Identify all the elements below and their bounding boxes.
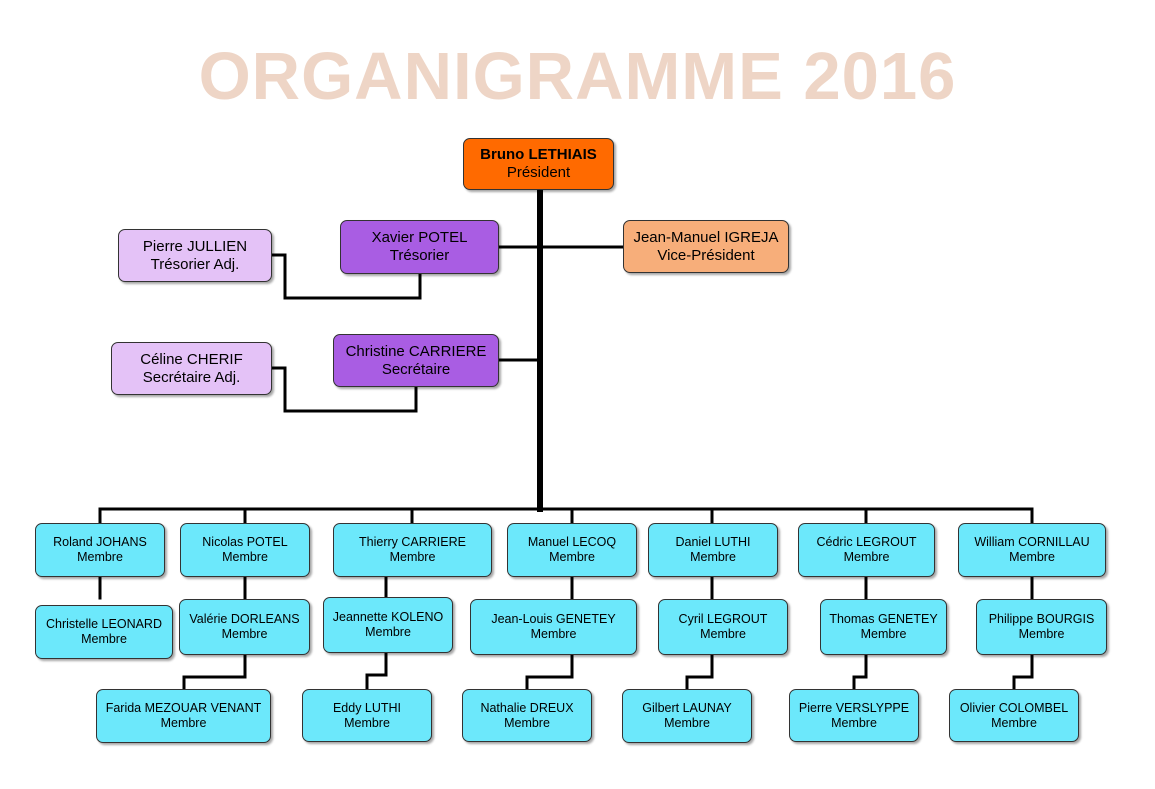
member-box: Christelle LEONARD Membre xyxy=(35,605,173,659)
vice-president-name: Jean-Manuel IGREJA xyxy=(633,228,779,246)
secretary-role: Secrétaire xyxy=(381,360,451,378)
member-name: Thomas GENETEY xyxy=(829,612,938,626)
member-role: Membre xyxy=(700,627,746,641)
president-role: Président xyxy=(506,164,571,181)
member-name: Nathalie DREUX xyxy=(480,700,574,715)
member-name: Daniel LUTHI xyxy=(675,535,751,549)
treasurer-deputy-role: Trésorier Adj. xyxy=(150,255,240,273)
member-role: Membre xyxy=(1018,627,1065,641)
member-role: Membre xyxy=(831,715,877,730)
member-role: Membre xyxy=(843,550,890,564)
member-box: Eddy LUTHI Membre xyxy=(302,689,432,742)
member-box: William CORNILLAU Membre xyxy=(958,523,1106,577)
member-role: Membre xyxy=(222,550,268,564)
member-role: Membre xyxy=(389,550,436,564)
member-role: Membre xyxy=(81,632,127,646)
secretary-box: Christine CARRIERE Secrétaire xyxy=(333,334,499,387)
member-name: Nicolas POTEL xyxy=(202,535,288,549)
member-role: Membre xyxy=(549,550,595,564)
secretary-deputy-name: Céline CHERIF xyxy=(140,350,243,368)
member-box: Jean-Louis GENETEY Membre xyxy=(470,599,637,655)
member-role: Membre xyxy=(991,715,1037,730)
treasurer-role: Trésorier xyxy=(389,247,450,264)
member-name: Gilbert LAUNAY xyxy=(642,701,732,715)
member-role: Membre xyxy=(860,627,907,641)
member-name: Valérie DORLEANS xyxy=(189,612,300,626)
member-name: Thierry CARRIERE xyxy=(359,535,466,549)
president-name: Bruno LETHIAIS xyxy=(480,146,597,163)
member-box: Cédric LEGROUT Membre xyxy=(798,523,935,577)
member-role: Membre xyxy=(221,627,268,641)
member-name: Roland JOHANS xyxy=(53,535,147,549)
member-name: Philippe BOURGIS xyxy=(988,612,1095,626)
treasurer-box: Xavier POTEL Trésorier xyxy=(340,220,499,274)
member-box: Gilbert LAUNAY Membre xyxy=(622,689,752,743)
member-box: Farida MEZOUAR VENANT Membre xyxy=(96,689,271,743)
member-name: Pierre VERSLYPPE xyxy=(798,700,910,715)
member-box: Olivier COLOMBEL Membre xyxy=(949,689,1079,742)
member-name: Cédric LEGROUT xyxy=(816,535,917,549)
member-box: Manuel LECOQ Membre xyxy=(507,523,637,577)
page-title: ORGANIGRAMME 2016 xyxy=(198,39,957,114)
vice-president-role: Vice-Président xyxy=(657,246,755,264)
member-role: Membre xyxy=(1009,550,1055,564)
treasurer-deputy-name: Pierre JULLIEN xyxy=(142,237,248,255)
member-box: Nicolas POTEL Membre xyxy=(180,523,310,577)
treasurer-name: Xavier POTEL xyxy=(371,229,468,246)
member-name: Cyril LEGROUT xyxy=(678,612,768,626)
member-box: Cyril LEGROUT Membre xyxy=(658,599,788,655)
member-name: Jean-Louis GENETEY xyxy=(491,612,616,626)
secretary-deputy-link xyxy=(270,366,418,413)
member-box: Daniel LUTHI Membre xyxy=(648,523,778,577)
member-name: Olivier COLOMBEL xyxy=(959,700,1069,715)
member-role: Membre xyxy=(664,716,710,730)
secretary-deputy-role: Secrétaire Adj. xyxy=(142,368,241,386)
member-box: Thomas GENETEY Membre xyxy=(820,599,947,655)
member-role: Membre xyxy=(160,716,207,730)
member-role: Membre xyxy=(365,625,411,639)
member-role: Membre xyxy=(344,715,390,730)
member-box: Jeannette KOLENO Membre xyxy=(323,597,453,653)
member-box: Pierre VERSLYPPE Membre xyxy=(789,689,919,742)
member-role: Membre xyxy=(77,550,123,564)
member-role: Membre xyxy=(690,550,736,564)
president-box: Bruno LETHIAIS Président xyxy=(463,138,614,190)
member-name: Christelle LEONARD xyxy=(45,617,162,631)
treasurer-deputy-box: Pierre JULLIEN Trésorier Adj. xyxy=(118,229,272,282)
member-name: Farida MEZOUAR VENANT xyxy=(105,701,262,715)
member-name: William CORNILLAU xyxy=(974,535,1090,549)
member-box: Thierry CARRIERE Membre xyxy=(333,523,492,577)
secretary-deputy-box: Céline CHERIF Secrétaire Adj. xyxy=(111,342,272,395)
member-name: Eddy LUTHI xyxy=(332,700,402,715)
vice-president-box: Jean-Manuel IGREJA Vice-Président xyxy=(623,220,789,273)
member-box: Philippe BOURGIS Membre xyxy=(976,599,1107,655)
member-box: Roland JOHANS Membre xyxy=(35,523,165,577)
secretary-name: Christine CARRIERE xyxy=(345,342,487,360)
member-name: Manuel LECOQ xyxy=(527,535,617,549)
treasurer-deputy-link xyxy=(270,253,422,300)
member-box: Valérie DORLEANS Membre xyxy=(179,599,310,655)
member-role: Membre xyxy=(530,627,577,641)
member-role: Membre xyxy=(504,715,550,730)
member-name: Jeannette KOLENO xyxy=(332,610,444,624)
member-box: Nathalie DREUX Membre xyxy=(462,689,592,742)
